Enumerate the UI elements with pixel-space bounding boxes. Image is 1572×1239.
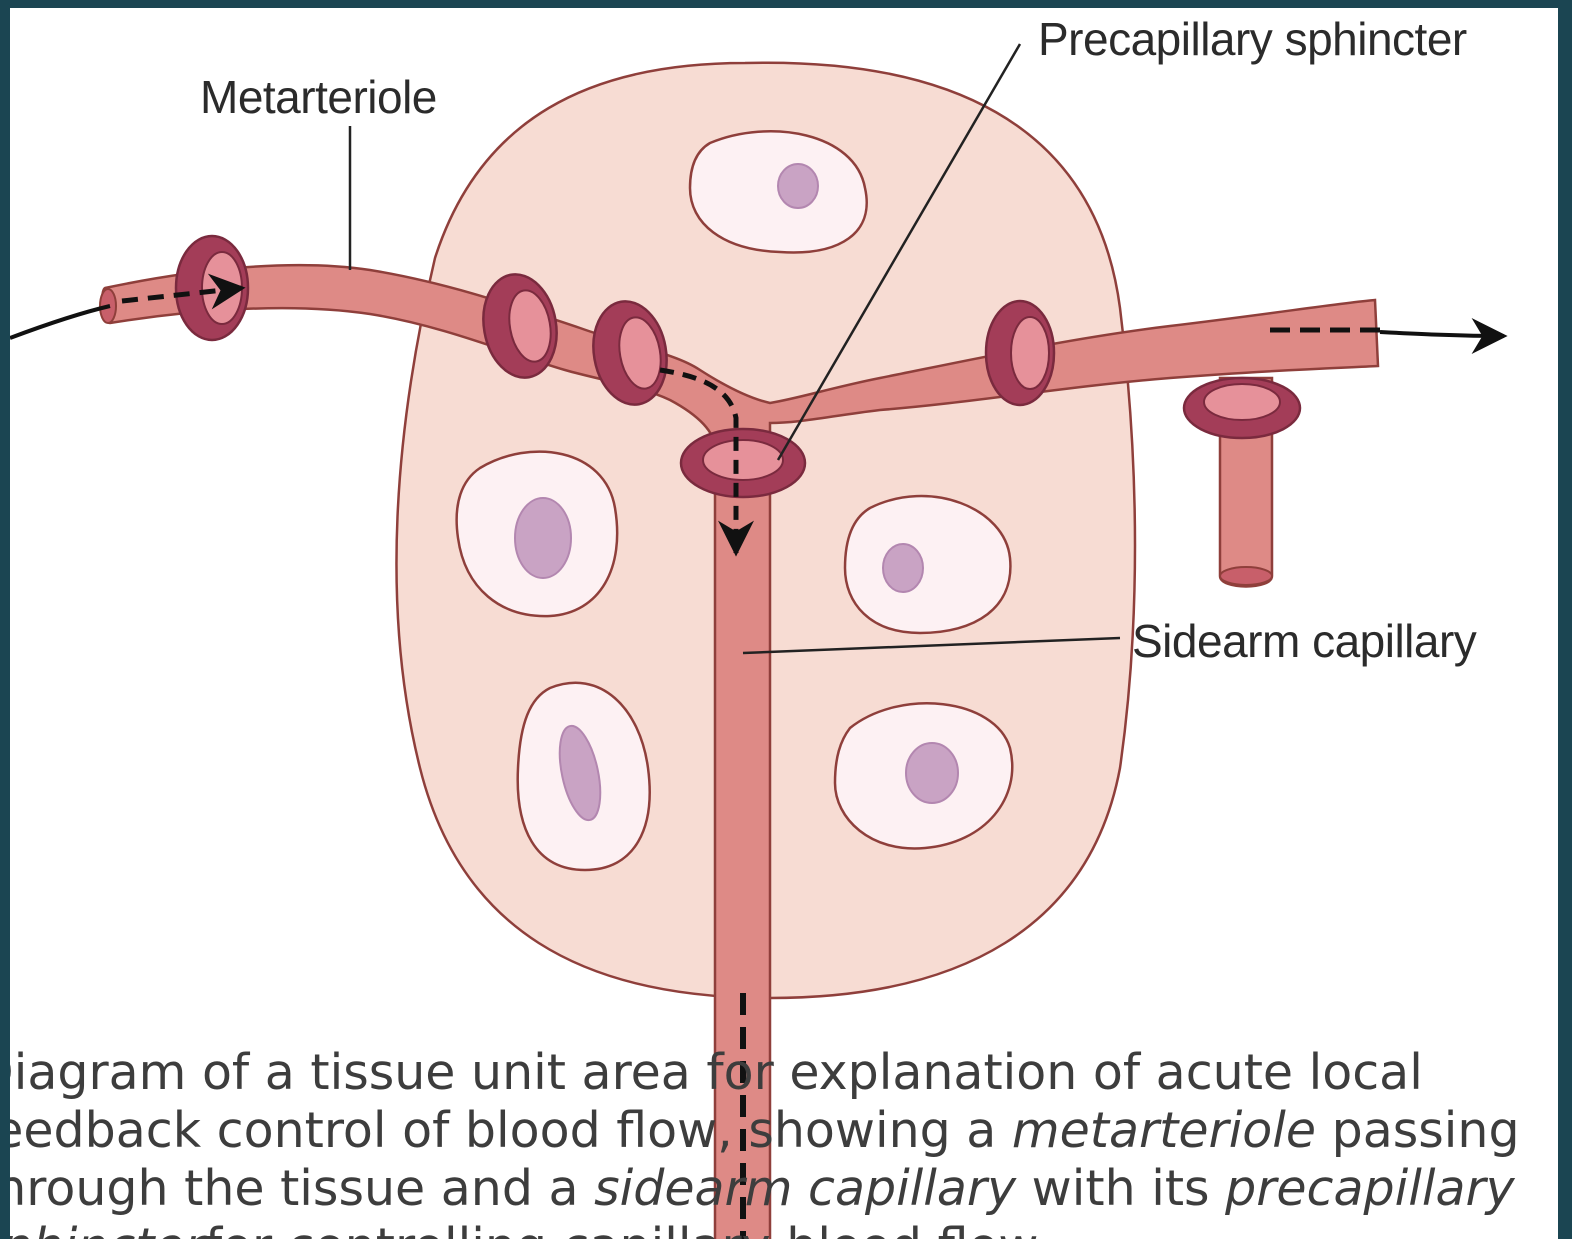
caption-line: sphincterfor controlling capillary blood…: [10, 1218, 1558, 1239]
tissue-cell: [845, 496, 1010, 633]
caption-line: feedback control of blood flow, showing …: [10, 1102, 1558, 1160]
inflow-arrow: [10, 306, 110, 338]
metarteriole-label: Metarteriole: [200, 70, 437, 124]
slide: Metarteriole Precapillary sphincter Side…: [10, 8, 1558, 1239]
precapillary-sphincter-ring: [681, 429, 805, 497]
tissue-cell: [457, 452, 618, 616]
caption-line: Diagram of a tissue unit area for explan…: [10, 1044, 1558, 1102]
outflow-arrow: [1380, 332, 1504, 336]
sidearm-capillary-label: Sidearm capillary: [1132, 614, 1476, 668]
sphincter-ring: [986, 301, 1054, 405]
figure-caption: Diagram of a tissue unit area for explan…: [10, 1044, 1558, 1239]
tissue-cell: [690, 131, 867, 252]
caption-line: through the tissue and a sidearm capilla…: [10, 1160, 1558, 1218]
sphincter-ring: [1184, 378, 1300, 438]
precapillary-sphincter-label: Precapillary sphincter: [1038, 12, 1467, 66]
